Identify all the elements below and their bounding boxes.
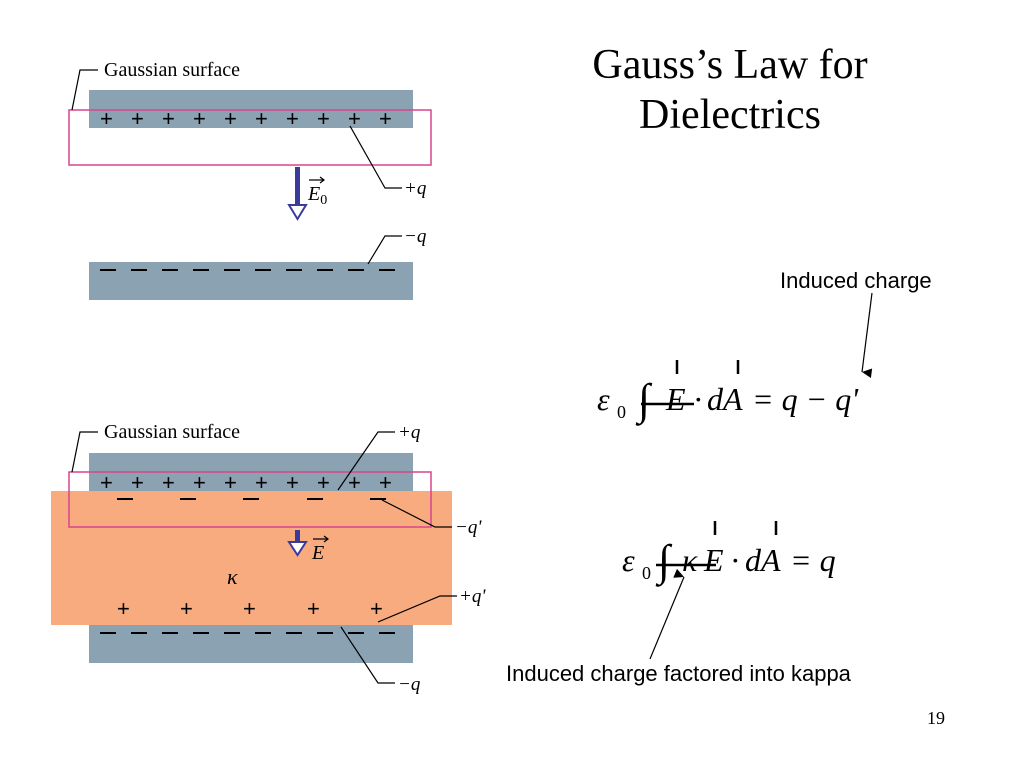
bottom-minus-q-leader — [340, 626, 395, 684]
eq1-field: E — [665, 381, 686, 417]
eq1-epsilon-subscript: 0 — [617, 402, 626, 422]
top-plus-q-leader — [349, 125, 402, 189]
plus-sign: + — [131, 470, 144, 495]
plus-sign: + — [286, 470, 299, 495]
top-plus-q-label: +q — [404, 178, 427, 199]
eq2-rhs: = q — [790, 542, 836, 578]
title-line-2: Dielectrics — [639, 92, 821, 138]
bottom-lower-plate — [89, 625, 413, 663]
top-minus-q-label: −q — [404, 226, 427, 247]
slide-page-number: 19 — [927, 708, 945, 728]
plus-sign: + — [255, 106, 268, 131]
plus-sign: + — [317, 106, 330, 131]
plus-sign: + — [348, 470, 361, 495]
vector-arrow-icon — [309, 176, 325, 184]
eq2-area: dA — [745, 542, 781, 578]
top-plus-charges: + + + + + + + + + + — [100, 106, 392, 131]
top-minus-q-leader — [367, 235, 402, 265]
bottom-capacitor-diagram: + + + + + + + + + + + + + + + — [51, 421, 486, 695]
plus-sign: + — [162, 106, 175, 131]
kappa-label: κ — [227, 564, 238, 589]
plus-sign: + — [317, 470, 330, 495]
plus-sign: + — [224, 106, 237, 131]
plus-sign: + — [379, 470, 392, 495]
eq1-dot: · — [693, 381, 704, 417]
top-gaussian-surface — [68, 109, 432, 166]
top-upper-plate — [89, 90, 413, 128]
eq2-integral: ∫ — [655, 536, 673, 587]
bottom-field-arrow — [287, 530, 308, 557]
plus-sign: + — [286, 106, 299, 131]
top-gaussian-label: Gaussian surface — [104, 59, 240, 81]
bottom-minus-q-prime-leader — [381, 499, 452, 528]
bottom-plus-q-prime-label: +q' — [459, 586, 486, 607]
plus-sign: + — [255, 470, 268, 495]
bottom-plus-q-leader — [337, 431, 395, 491]
plus-sign: + — [193, 106, 206, 131]
equation-1: ε 0 ∫ E · dA = q − q' — [597, 360, 859, 426]
eq1-rhs: = q − q' — [752, 381, 859, 417]
eq1-epsilon: ε — [597, 381, 610, 417]
plus-sign: + — [348, 106, 361, 131]
eq2-epsilon-subscript: 0 — [642, 563, 651, 583]
bottom-plus-q-label: +q — [398, 422, 421, 443]
induced-factored-annotation: Induced charge factored into kappa — [506, 661, 852, 686]
dielectric-induced-plus: + + + + + — [117, 596, 383, 621]
eq1-integral: ∫ — [635, 375, 653, 426]
induced-charge-annotation: Induced charge — [780, 268, 932, 293]
eq2-dot: · — [730, 542, 741, 578]
bottom-plate-plus-charges: + + + + + + + + + + — [100, 470, 392, 495]
plus-sign: + — [100, 470, 113, 495]
vector-arrow-icon — [313, 535, 329, 543]
plus-sign: + — [180, 596, 193, 621]
plus-sign: + — [307, 596, 320, 621]
plus-sign: + — [117, 596, 130, 621]
eq2-kappa: κ — [682, 542, 698, 578]
plus-sign: + — [100, 106, 113, 131]
plus-sign: + — [243, 596, 256, 621]
bottom-field-label: E — [311, 542, 324, 564]
top-capacitor-diagram: + + + + + + + + + + Gaussian surface — [68, 59, 432, 300]
induced-factored-pointer — [649, 568, 685, 660]
top-gaussian-leader — [71, 69, 98, 111]
top-field-arrow — [287, 167, 308, 221]
bottom-gaussian-surface — [68, 471, 432, 528]
bottom-minus-q-prime-label: −q' — [455, 517, 482, 538]
dielectric-slab — [51, 491, 452, 625]
eq2-field: E — [703, 542, 724, 578]
plus-sign: + — [379, 106, 392, 131]
top-field-label: E0 — [307, 183, 327, 208]
plus-sign: + — [131, 106, 144, 131]
bottom-gaussian-label: Gaussian surface — [104, 421, 240, 443]
slide-title: Gauss’s Law for Dielectrics — [540, 40, 920, 140]
equation-2: ε 0 ∫ κ E · dA = q — [622, 521, 836, 587]
eq1-area: dA — [707, 381, 743, 417]
bottom-gaussian-leader — [71, 431, 98, 473]
bottom-plus-q-prime-leader — [377, 595, 457, 623]
top-lower-plate — [89, 262, 413, 300]
plus-sign: + — [162, 470, 175, 495]
plus-sign: + — [224, 470, 237, 495]
plus-sign: + — [370, 596, 383, 621]
bottom-minus-q-label: −q — [398, 674, 421, 695]
plus-sign: + — [193, 470, 206, 495]
title-line-1: Gauss’s Law for — [592, 42, 868, 88]
eq2-epsilon: ε — [622, 542, 635, 578]
induced-charge-pointer — [861, 292, 873, 378]
